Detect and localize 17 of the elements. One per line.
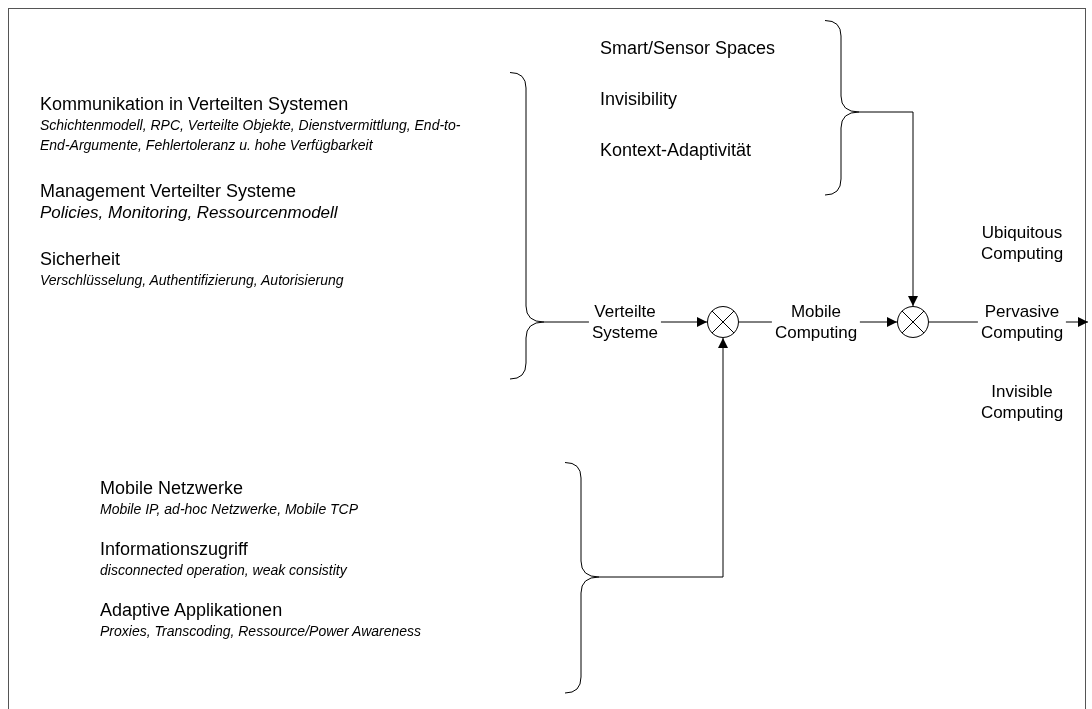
- topic-details: Mobile IP, ad-hoc Netzwerke, Mobile TCP: [100, 500, 360, 519]
- topic-details: Verschlüsselung, Authentifizierung, Autorisierung: [40, 271, 345, 290]
- topic-heading: Mobile Netzwerke: [100, 478, 245, 499]
- arrow: [598, 337, 728, 578]
- topic-heading: Smart/Sensor Spaces: [600, 38, 777, 59]
- topic-heading: Adaptive Applikationen: [100, 600, 284, 621]
- topic-heading: Management Verteilter Systeme: [40, 181, 298, 202]
- topic-details: Schichtenmodell, RPC, Verteilte Objekte, Dienstvermittlung, End-to-End-Argumente, Fehlertoleranz u. hohe Verfügbarkeit: [40, 116, 462, 155]
- topic-details: Proxies, Transcoding, Ressource/Power Awareness: [100, 622, 423, 641]
- arrow: [858, 111, 918, 307]
- topic-details: disconnected operation, weak consistity: [100, 561, 349, 580]
- topic-heading: Informationszugriff: [100, 539, 249, 560]
- topic-heading: Kontext-Adaptivität: [600, 140, 753, 161]
- topic-heading: Kommunikation in Verteilten Systemen: [40, 94, 350, 115]
- topic-details: Policies, Monitoring, Ressourcenmodell: [40, 202, 339, 223]
- topic-heading: Invisibility: [600, 89, 679, 110]
- topic-heading: Sicherheit: [40, 249, 122, 270]
